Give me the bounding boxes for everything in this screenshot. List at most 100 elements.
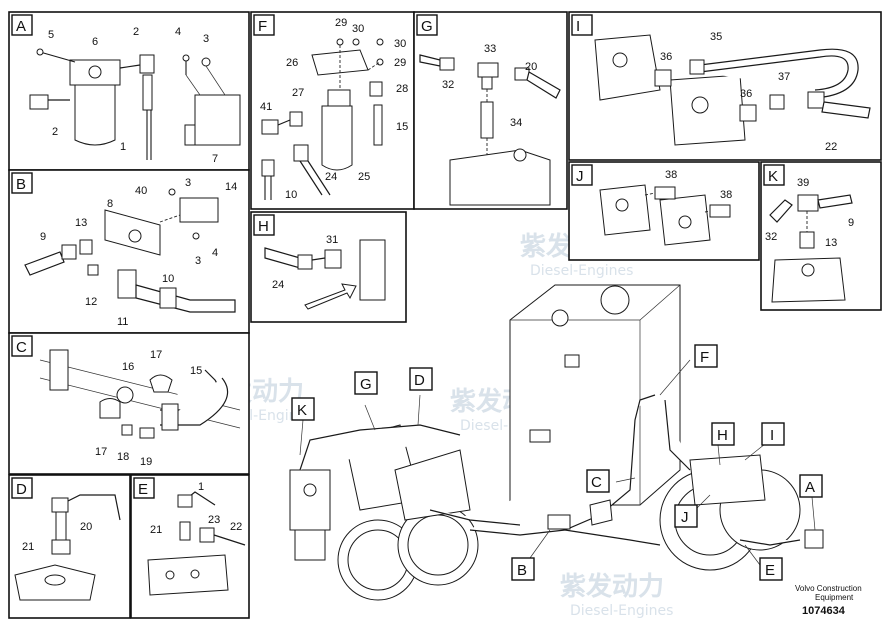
callout: 21 (150, 524, 162, 536)
callout: 4 (175, 26, 181, 38)
callout: 9 (848, 217, 854, 229)
callout: 38 (720, 189, 732, 201)
callout: 30 (394, 38, 406, 50)
panel-tag: J (576, 168, 584, 185)
watermark-sub: Diesel-Engines (530, 263, 633, 279)
panel-E: E 1 21 23 22 (130, 474, 250, 619)
panel-H: H 31 24 (250, 211, 407, 323)
callout: 27 (292, 87, 304, 99)
panel-tag: E (138, 481, 148, 498)
panel-D: D 20 21 (8, 474, 131, 619)
overview-tag-E: E (765, 562, 775, 579)
panel-I: I 35 36 37 36 22 (568, 11, 882, 161)
callout: 30 (352, 23, 364, 35)
panel-tag: F (258, 18, 267, 35)
machine-overview (289, 284, 824, 601)
callout: 38 (665, 169, 677, 181)
callout-labels: 38 38 (665, 169, 732, 201)
callout-labels: 8 40 3 14 9 13 3 4 12 10 11 (40, 177, 237, 328)
callout: 24 (325, 171, 337, 183)
callout: 1 (198, 481, 204, 493)
overview-tag-G: G (360, 376, 372, 393)
overview-tag-A: A (805, 479, 815, 496)
watermark-brand: 紫发动力 (560, 571, 664, 602)
callout: 7 (212, 153, 218, 165)
panel-tag: H (258, 218, 269, 235)
overview-tag-B: B (517, 562, 527, 579)
overview-tags: F G D K H I C A J E B (291, 344, 823, 581)
callout: 23 (208, 514, 220, 526)
reference-number: 1074634 (802, 605, 846, 617)
callout: 3 (195, 255, 201, 267)
callout: 19 (140, 456, 152, 468)
callout: 39 (797, 177, 809, 189)
caption: Volvo Construction Equipment 1074634 (795, 584, 862, 617)
callout: 25 (358, 171, 370, 183)
panel-tag: K (768, 168, 778, 185)
callout: 13 (75, 217, 87, 229)
panel-F: F 29 30 30 26 29 27 28 41 15 24 (250, 11, 415, 210)
callout: 8 (107, 198, 113, 210)
watermark-sub: Diesel-Engines (570, 603, 673, 619)
callout: 32 (765, 231, 777, 243)
callout-labels: 29 30 30 26 29 27 28 41 15 24 25 10 (260, 17, 408, 201)
callout-labels: 5 6 2 4 3 2 1 7 (48, 26, 218, 165)
callout: 33 (484, 43, 496, 55)
callout: 13 (825, 237, 837, 249)
overview-tag-J: J (681, 509, 689, 526)
overview-tag-H: H (717, 427, 728, 444)
caption-line-1: Volvo Construction (795, 584, 862, 593)
panel-A: A 5 6 2 4 3 2 1 7 (8, 11, 250, 171)
callout: 40 (135, 185, 147, 197)
caption-line-2: Equipment (815, 593, 854, 602)
panel-tag: I (576, 18, 580, 35)
callout: 9 (40, 231, 46, 243)
callout: 1 (120, 141, 126, 153)
callout-labels: 20 21 (22, 521, 92, 553)
callout: 3 (185, 177, 191, 189)
callout: 29 (335, 17, 347, 29)
callout: 41 (260, 101, 272, 113)
callout: 20 (80, 521, 92, 533)
panel-tag: G (421, 18, 433, 35)
callout: 14 (225, 181, 237, 193)
callout: 10 (285, 189, 297, 201)
overview-tag-I: I (770, 427, 774, 444)
callout: 17 (150, 349, 162, 361)
panel-G: G 33 20 32 34 (413, 11, 568, 210)
callout: 4 (212, 247, 218, 259)
panel-tag: D (16, 481, 27, 498)
callout-labels: 1 21 23 22 (150, 481, 242, 536)
panel-C: C 16 17 15 17 18 19 (8, 332, 250, 475)
callout: 35 (710, 31, 722, 43)
callout: 20 (525, 61, 537, 73)
callout: 36 (740, 88, 752, 100)
panel-tag: A (16, 18, 26, 35)
overview-tag-K: K (297, 402, 307, 419)
panel-K: K 39 32 9 13 (760, 161, 882, 311)
callout: 32 (442, 79, 454, 91)
panel-B: B 8 40 3 14 9 13 3 4 12 10 11 (8, 169, 250, 334)
panel-J: J 38 38 (568, 161, 760, 261)
callout: 6 (92, 36, 98, 48)
overview-tag-C: C (591, 474, 602, 491)
callout: 18 (117, 451, 129, 463)
callout: 22 (230, 521, 242, 533)
overview-tag-D: D (414, 372, 425, 389)
callout: 17 (95, 446, 107, 458)
panel-tag: B (16, 176, 26, 193)
callout-labels: 31 24 (272, 234, 338, 291)
callout: 29 (394, 57, 406, 69)
callout: 31 (326, 234, 338, 246)
callout: 5 (48, 29, 54, 41)
callout: 37 (778, 71, 790, 83)
callout: 34 (510, 117, 522, 129)
callout: 16 (122, 361, 134, 373)
callout-labels: 35 36 37 36 22 (660, 31, 837, 153)
panel-tag: C (16, 339, 27, 356)
callout: 21 (22, 541, 34, 553)
callout: 22 (825, 141, 837, 153)
callout: 10 (162, 273, 174, 285)
callout: 11 (117, 316, 128, 328)
